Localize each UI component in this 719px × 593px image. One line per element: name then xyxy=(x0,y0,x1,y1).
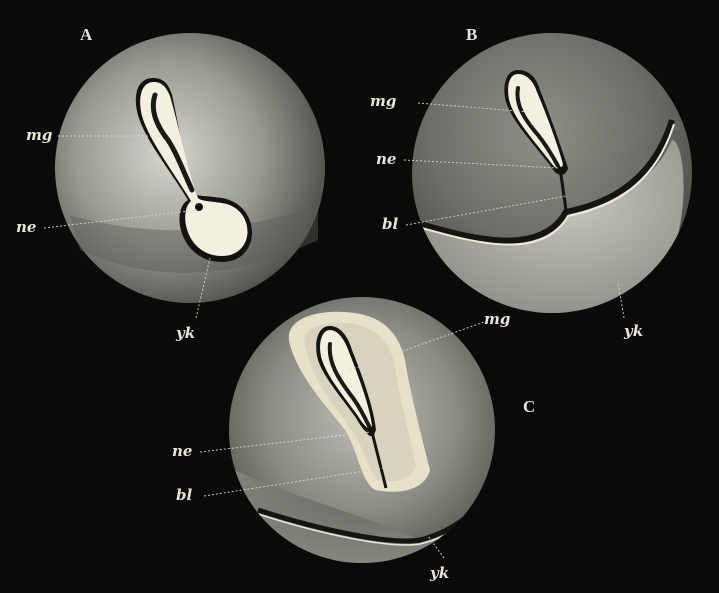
panel-b-letter: B xyxy=(466,25,477,44)
panel-a-label-yk: yk xyxy=(175,324,195,342)
panel-c-letter: C xyxy=(523,397,535,416)
panel-b-label-mg: mg xyxy=(370,92,396,110)
panel-b: B mg ne bl yk xyxy=(370,25,692,340)
panel-b-label-yk: yk xyxy=(623,322,643,340)
panel-c-label-bl: bl xyxy=(176,486,192,504)
panel-a-label-ne: ne xyxy=(16,218,36,236)
panel-b-label-ne: ne xyxy=(376,150,396,168)
panel-c-label-ne: ne xyxy=(172,442,192,460)
panel-a-label-mg: mg xyxy=(26,126,52,144)
panel-c-label-yk: yk xyxy=(429,564,449,582)
panel-c: C mg ne bl yk xyxy=(172,297,535,582)
panel-b-label-bl: bl xyxy=(382,215,398,233)
panel-c-label-mg: mg xyxy=(484,310,510,328)
panel-a-letter: A xyxy=(80,25,93,44)
panel-a: A mg ne yk xyxy=(16,25,325,342)
